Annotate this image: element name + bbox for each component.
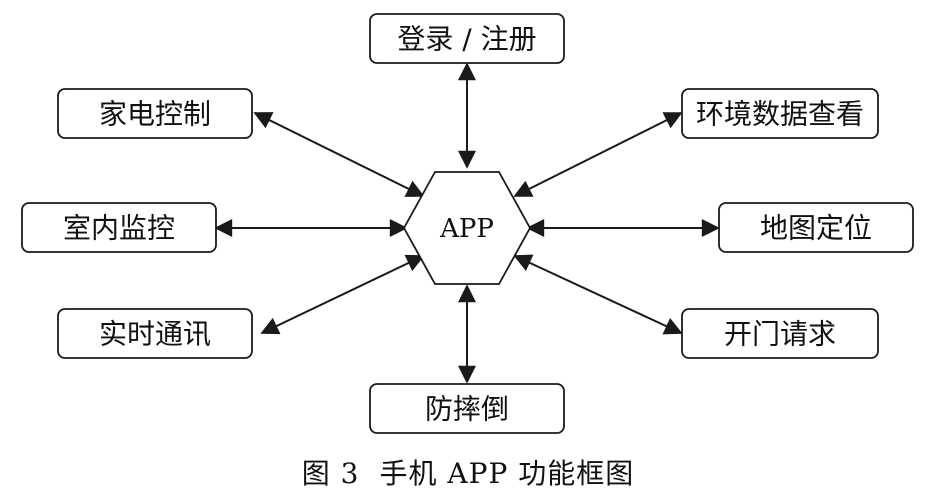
node-fall-label: 防摔倒 [425, 393, 509, 426]
node-login: 登录 / 注册 [369, 13, 565, 64]
node-appliance-label: 家电控制 [99, 98, 211, 131]
app-hub-hexagon [402, 171, 532, 285]
app-function-diagram: APP 登录 / 注册 家电控制 环境数据查看 室内监控 地图定位 实时通讯 开… [21, 13, 914, 434]
app-hub-label: APP [439, 214, 494, 244]
node-door: 开门请求 [681, 308, 879, 359]
figure-number: 图 3 [301, 457, 360, 490]
node-comm-label: 实时通讯 [99, 318, 211, 351]
node-indoor: 室内监控 [21, 202, 217, 253]
node-login-label: 登录 / 注册 [397, 23, 536, 56]
edge-app-appliance [253, 112, 425, 197]
app-hub-node: APP [402, 171, 532, 285]
figure-caption: 图 3 手机 APP 功能框图 [0, 452, 936, 496]
node-appliance: 家电控制 [57, 88, 253, 139]
edge-app-env [513, 112, 683, 197]
edge-app-comm [260, 254, 425, 335]
node-env-label: 环境数据查看 [696, 98, 864, 131]
node-env: 环境数据查看 [681, 88, 879, 139]
node-door-label: 开门请求 [724, 318, 836, 351]
node-location-label: 地图定位 [760, 212, 872, 245]
node-indoor-label: 室内监控 [63, 212, 175, 245]
figure-title: 手机 APP 功能框图 [379, 457, 635, 490]
node-comm: 实时通讯 [57, 308, 253, 359]
node-location: 地图定位 [718, 202, 914, 253]
edge-app-door [513, 254, 683, 335]
node-fall: 防摔倒 [369, 383, 565, 434]
